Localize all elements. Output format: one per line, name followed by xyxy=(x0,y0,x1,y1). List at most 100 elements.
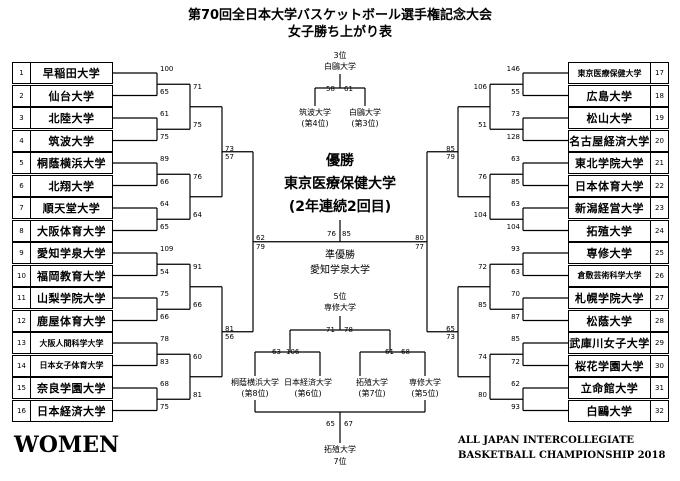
team-seed: 31 xyxy=(650,378,668,398)
seventh-score-right: 67 xyxy=(344,420,353,428)
team-name: 山梨学院大学 xyxy=(37,292,106,305)
team-seed: 19 xyxy=(650,108,668,128)
score-l1: 75 xyxy=(160,402,169,411)
team-seed: 7 xyxy=(13,198,31,218)
score-r2: 106 xyxy=(473,83,487,92)
score-r1: 63 xyxy=(511,200,520,208)
team-name: 早稲田大学 xyxy=(42,67,101,80)
score-r1: 128 xyxy=(506,132,520,141)
score-l3: 57 xyxy=(225,152,234,161)
score-l1: 75 xyxy=(160,132,169,141)
score-l1: 61 xyxy=(160,110,169,118)
third-place-score-right: 61 xyxy=(344,85,353,93)
third-place-right-team: 白鷗大学 xyxy=(349,108,381,117)
team-name: 東北学院大学 xyxy=(575,157,644,170)
score-l2: 60 xyxy=(193,353,202,362)
final-score-left: 76 xyxy=(327,230,336,238)
fifth-sf-right-a: 61 xyxy=(385,348,394,356)
score-r1: 72 xyxy=(511,357,520,366)
third-place-winner: 白鷗大学 xyxy=(324,62,356,71)
fifth-team-4-note: (第5位) xyxy=(411,389,439,398)
score-l2: 71 xyxy=(193,83,202,92)
score-l1: 109 xyxy=(160,245,174,253)
third-place-left-note: (第4位) xyxy=(301,119,329,128)
team-seed: 13 xyxy=(13,333,31,353)
score-l3: 81 xyxy=(225,324,234,333)
score-r1: 85 xyxy=(511,177,520,186)
score-r1: 62 xyxy=(511,380,520,388)
score-r2: 74 xyxy=(478,353,487,362)
runner-up-label: 準優勝 xyxy=(325,250,355,261)
score-r1: 146 xyxy=(506,65,520,73)
team-name: 白鷗大学 xyxy=(586,404,633,418)
score-r1: 104 xyxy=(506,222,520,231)
team-seed: 15 xyxy=(13,378,31,398)
score-r1: 93 xyxy=(511,402,520,411)
seventh-place-title: 7位 xyxy=(333,457,347,466)
score-r3: 73 xyxy=(446,332,455,341)
footer-line2: BASKETBALL CHAMPIONSHIP 2018 xyxy=(458,450,666,461)
score-r1: 87 xyxy=(511,312,520,321)
score-r1: 70 xyxy=(511,290,520,298)
fifth-sf-left-a: 63 xyxy=(272,348,281,356)
score-r1: 55 xyxy=(511,87,520,96)
team-name: 桜花学園大学 xyxy=(575,359,644,373)
score-l1: 64 xyxy=(160,200,169,208)
score-r1: 93 xyxy=(511,245,520,253)
score-l3: 73 xyxy=(225,144,234,153)
fifth-team-1-note: (第8位) xyxy=(241,389,269,398)
fifth-team-2: 日本経済大学 xyxy=(284,378,332,387)
score-r2: 85 xyxy=(478,301,487,310)
team-seed: 3 xyxy=(13,108,31,128)
team-name: 北陸大学 xyxy=(48,112,95,125)
score-l2: 64 xyxy=(193,211,202,220)
team-name: 立命館大学 xyxy=(580,382,639,395)
fifth-team-4: 専修大学 xyxy=(409,378,441,387)
team-seed: 14 xyxy=(13,355,31,376)
score-l2: 91 xyxy=(193,263,202,272)
team-name: 広島大学 xyxy=(586,89,633,103)
score-r4: 77 xyxy=(415,242,424,251)
score-l1: 66 xyxy=(160,312,169,321)
fifth-place-title: 5位 xyxy=(333,292,347,301)
team-seed: 1 xyxy=(13,63,31,83)
team-name: 新潟経営大学 xyxy=(575,202,644,215)
score-r1: 73 xyxy=(511,110,520,118)
team-seed: 27 xyxy=(650,288,668,308)
team-name: 日本経済大学 xyxy=(37,404,106,418)
seventh-place-winner: 拓殖大学 xyxy=(324,445,356,454)
score-r3: 79 xyxy=(446,152,455,161)
team-seed: 26 xyxy=(650,265,668,286)
team-row-left: 11 山梨学院大学 xyxy=(12,287,113,309)
score-l1: 89 xyxy=(160,155,169,163)
score-l4: 79 xyxy=(256,242,265,251)
score-l2: 81 xyxy=(193,391,202,400)
team-seed: 11 xyxy=(13,288,31,308)
fifth-place-top-left: 71 xyxy=(326,326,335,334)
runner-up-team: 愛知学泉大学 xyxy=(310,265,370,276)
score-l1: 68 xyxy=(160,380,169,388)
team-name: 仙台大学 xyxy=(48,89,95,103)
score-l4: 62 xyxy=(256,233,265,242)
score-l1: 66 xyxy=(160,177,169,186)
team-row-right: 立命館大学 31 xyxy=(568,377,669,399)
team-name: 拓殖大学 xyxy=(586,224,633,238)
team-name: 日本体育大学 xyxy=(575,179,644,193)
page-title: 第70回全日本大学バスケットボール選手権記念大会 xyxy=(187,8,493,23)
score-l3: 56 xyxy=(225,332,234,341)
team-name: 東京医療保健大学 xyxy=(577,68,642,78)
team-seed: 28 xyxy=(650,310,668,331)
